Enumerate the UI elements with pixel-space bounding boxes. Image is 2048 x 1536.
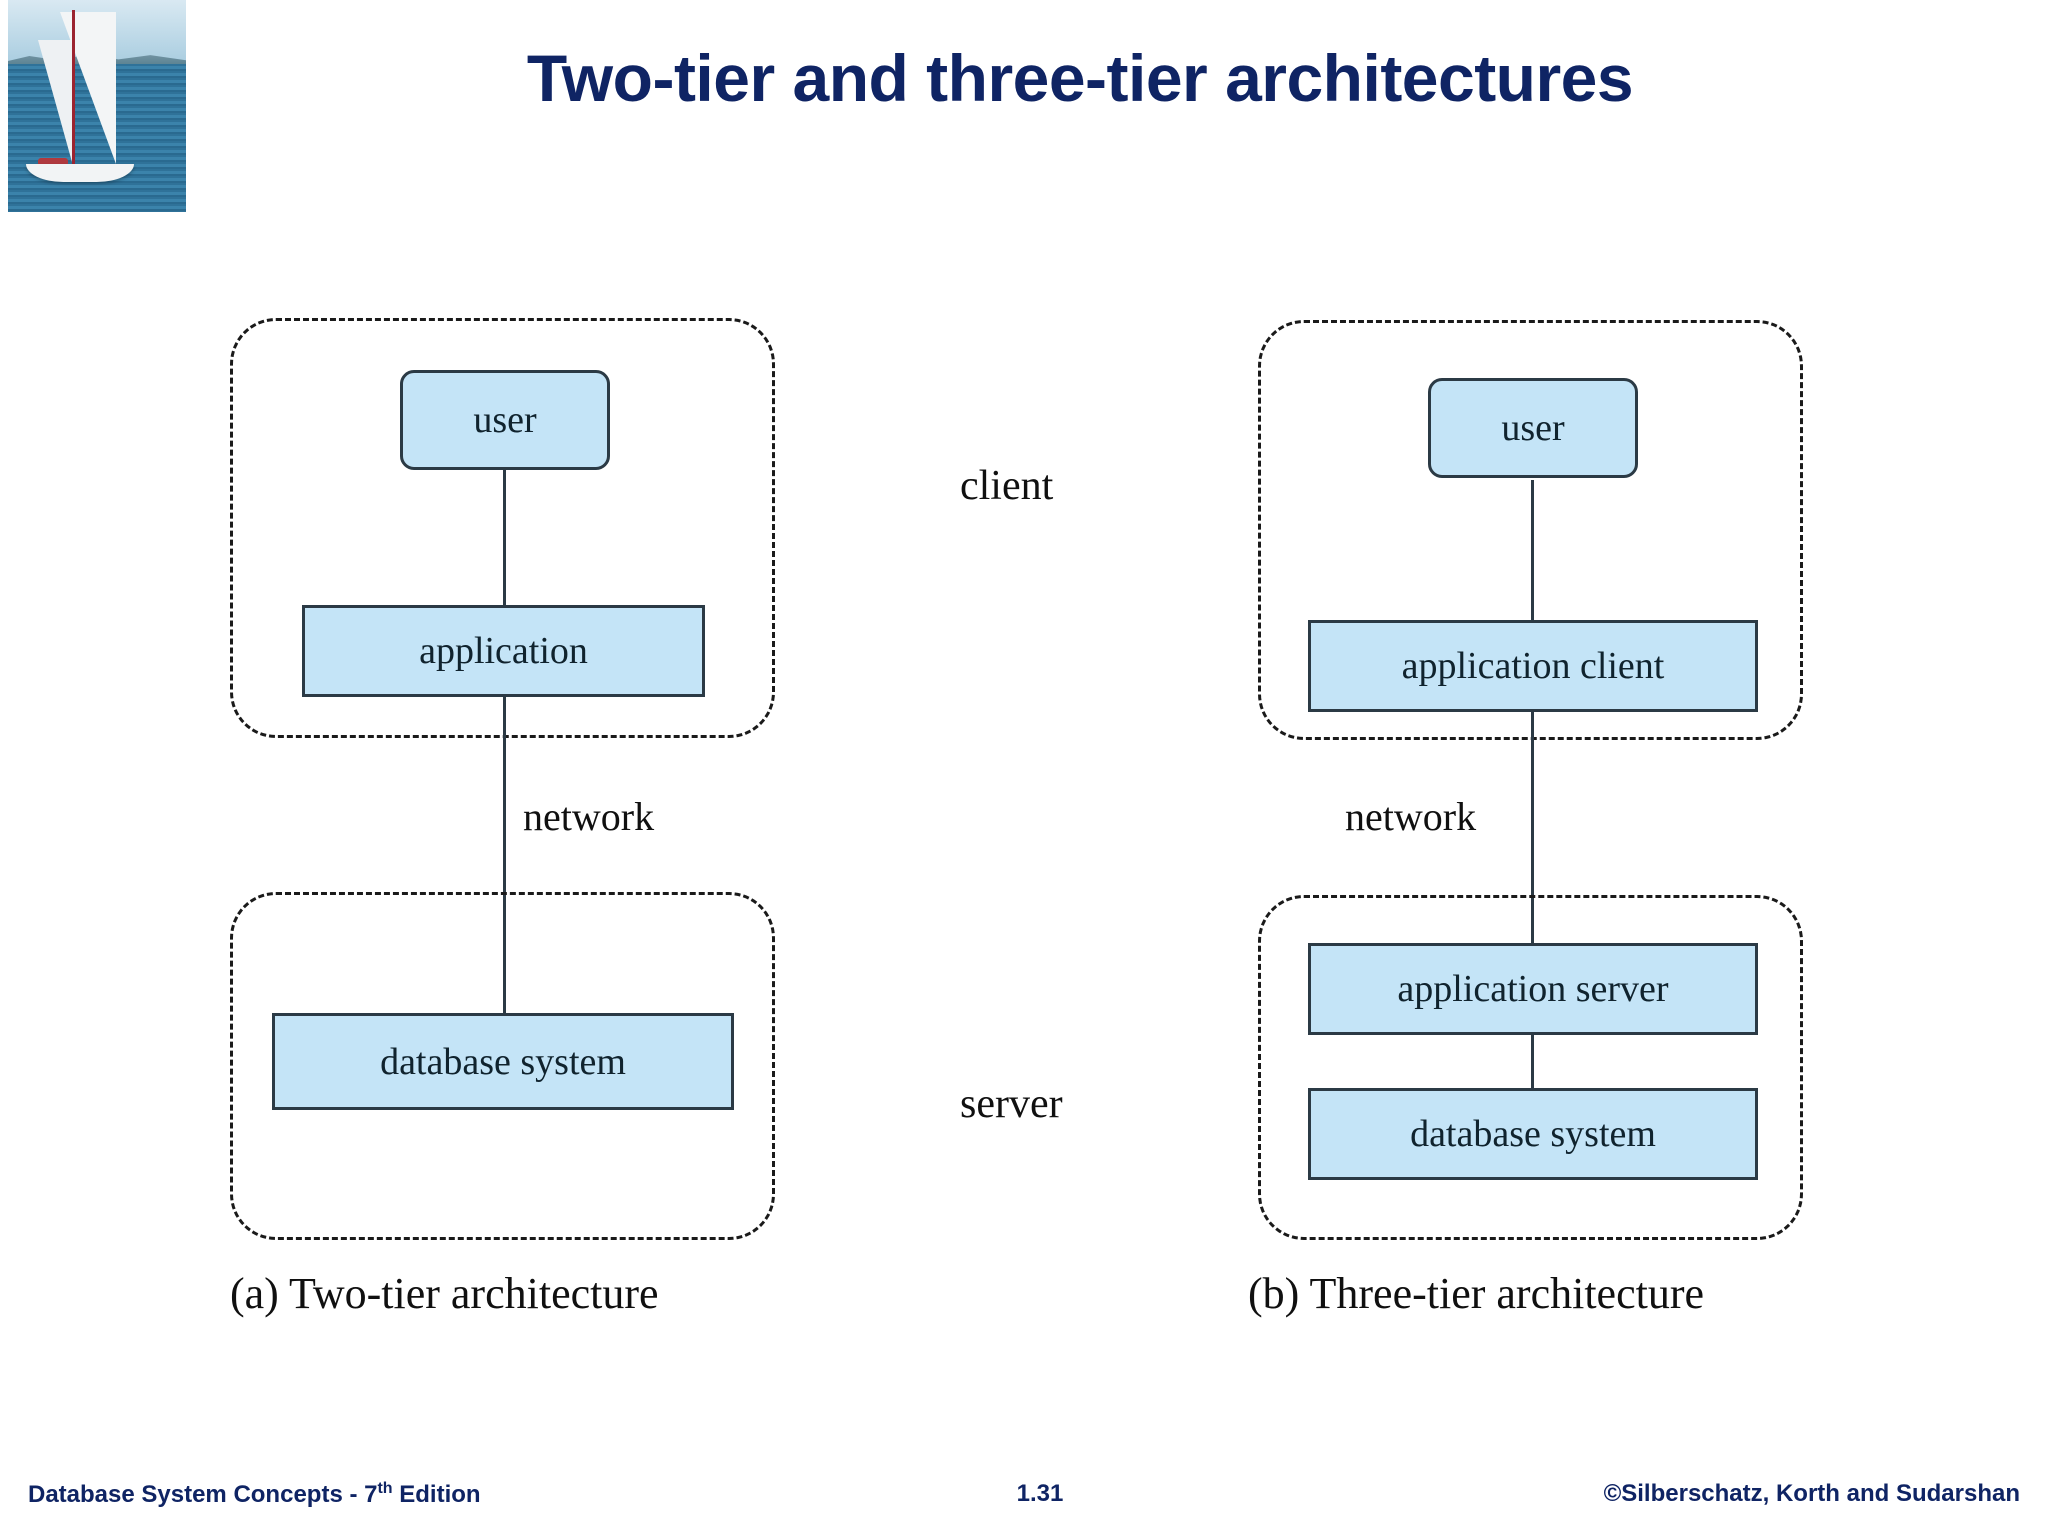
two-tier-user-application-connector: [503, 465, 506, 610]
two-tier-node-user: user: [400, 370, 610, 470]
node-label: user: [473, 399, 537, 441]
two-tier-caption: (a) Two-tier architecture: [230, 1269, 659, 1318]
three-tier-user-appclient-connector: [1531, 480, 1534, 630]
side-label-client: client: [960, 463, 1054, 509]
logo-main-sail: [60, 12, 116, 164]
two-tier-node-database-system: database system: [272, 1013, 734, 1110]
footer-slide-number: 1.31: [1016, 1480, 1064, 1507]
three-tier-node-database-system: database system: [1308, 1088, 1758, 1180]
footer-edition-superscript: th: [377, 1480, 393, 1497]
footer-book-title-main: Database System Concepts - 7: [28, 1481, 378, 1508]
two-tier-client-boundary: [230, 318, 775, 738]
logo-mast: [72, 10, 75, 168]
footer-copyright: ©Silberschatz, Korth and Sudarshan: [1603, 1480, 2020, 1507]
node-label: database system: [380, 1040, 626, 1083]
two-tier-network-label: network: [523, 794, 655, 839]
node-label: database system: [1410, 1113, 1656, 1155]
logo-crew: [38, 158, 68, 166]
sailboat-logo-image: [8, 0, 186, 212]
three-tier-client-boundary: [1258, 320, 1803, 740]
logo-hull: [26, 164, 134, 182]
node-label: user: [1501, 407, 1565, 449]
two-tier-server-boundary: [230, 892, 775, 1240]
three-tier-node-application-server: application server: [1308, 943, 1758, 1035]
slide-footer: Database System Concepts - 7th Edition 1…: [0, 1466, 2048, 1536]
three-tier-network-label: network: [1345, 794, 1477, 839]
two-tier-node-application: application: [302, 605, 705, 697]
three-tier-appserver-database-connector: [1531, 1032, 1534, 1090]
three-tier-node-user: user: [1428, 378, 1638, 478]
footer-edition-suffix: Edition: [392, 1481, 481, 1508]
two-tier-network-connector: [503, 694, 506, 1069]
node-label: application client: [1401, 645, 1665, 687]
three-tier-server-boundary: [1258, 895, 1803, 1240]
node-label: application server: [1397, 968, 1669, 1010]
node-label: application: [419, 630, 588, 672]
three-tier-caption: (b) Three-tier architecture: [1248, 1269, 1705, 1318]
three-tier-node-application-client: application client: [1308, 620, 1758, 712]
side-label-server: server: [960, 1081, 1063, 1127]
slide-title: Two-tier and three-tier architectures: [526, 41, 1634, 115]
footer-book-title: Database System Concepts - 7th Edition: [28, 1480, 481, 1509]
three-tier-network-connector: [1531, 709, 1534, 949]
